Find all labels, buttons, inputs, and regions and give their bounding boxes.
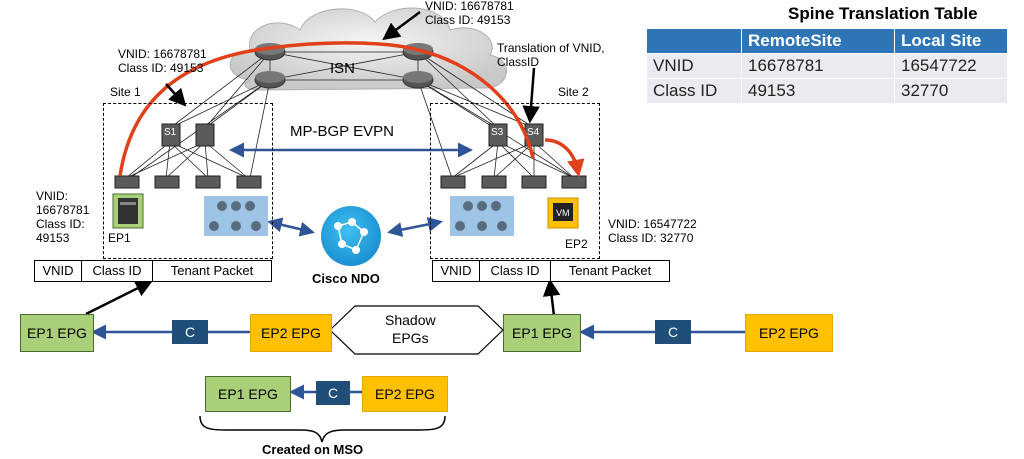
spine-table-title: Spine Translation Table bbox=[788, 4, 978, 23]
left-classid: Class ID: 49153 bbox=[118, 61, 204, 75]
table-header bbox=[646, 28, 742, 54]
site1-boundary bbox=[103, 103, 273, 259]
table-header: Local Site bbox=[894, 28, 1008, 54]
isn-router-links bbox=[269, 51, 419, 81]
table-row: Class ID 49153 32770 bbox=[646, 78, 1008, 104]
header-vnid: VNID bbox=[433, 261, 480, 281]
left-contract: C bbox=[172, 320, 208, 344]
leaf-switches bbox=[114, 175, 587, 189]
data-path-arrow bbox=[544, 138, 585, 178]
right-ep1-epg: EP1 EPG bbox=[503, 314, 581, 352]
callout-arrows bbox=[85, 10, 561, 317]
table-cell: 49153 bbox=[741, 78, 895, 104]
header-classid: Class ID bbox=[480, 261, 551, 281]
spine-s3-label: S3 bbox=[491, 127, 504, 138]
ep2-label: EP2 bbox=[565, 237, 588, 251]
packet-header-site2: VNID Class ID Tenant Packet bbox=[432, 260, 670, 282]
ep1-classid-1: Class ID: bbox=[36, 217, 85, 231]
table-cell: Class ID bbox=[646, 78, 742, 104]
left-vnid: VNID: 16678781 bbox=[118, 47, 207, 61]
mpbgp-label: MP-BGP EVPN bbox=[290, 123, 394, 140]
table-cell: 32770 bbox=[894, 78, 1008, 104]
ep1-label: EP1 bbox=[108, 231, 131, 245]
spine-translation-table: RemoteSite Local Site VNID 16678781 1654… bbox=[646, 28, 1008, 104]
apic-cluster-site2 bbox=[450, 196, 514, 236]
leaf-icon bbox=[521, 175, 547, 189]
ep2-classid: Class ID: 32770 bbox=[608, 231, 694, 245]
spine-s3-icon bbox=[488, 123, 508, 147]
isn-routers bbox=[254, 43, 434, 89]
mso-ep1-epg: EP1 EPG bbox=[205, 376, 291, 412]
cisco-ndo-label: Cisco NDO bbox=[312, 271, 380, 286]
shadow-epgs-line1: Shadow bbox=[385, 312, 436, 328]
table-row: VNID 16678781 16547722 bbox=[646, 53, 1008, 79]
table-cell: 16547722 bbox=[894, 53, 1008, 79]
leaf-icon bbox=[114, 175, 140, 189]
ep2-vnid: VNID: 16547722 bbox=[608, 217, 697, 231]
leaf-icon bbox=[236, 175, 262, 189]
ep1-vnid-1: VNID: bbox=[36, 189, 69, 203]
ep1-classid-2: 49153 bbox=[36, 231, 70, 245]
table-cell: 16678781 bbox=[741, 53, 895, 79]
router-icon bbox=[402, 71, 434, 89]
apic1-ndo-arrow bbox=[267, 217, 315, 237]
router-icon bbox=[254, 71, 286, 89]
site1-label: Site 1 bbox=[110, 85, 141, 99]
isn-cloud bbox=[229, 7, 507, 91]
ep1-server-icon bbox=[112, 193, 144, 229]
mso-contract: C bbox=[316, 381, 350, 405]
leaf-icon bbox=[154, 175, 180, 189]
apic-cluster-site1 bbox=[204, 196, 268, 236]
leaf-icon bbox=[440, 175, 466, 189]
apic2-ndo-arrow bbox=[387, 216, 443, 238]
right-ep2-epg: EP2 EPG bbox=[745, 314, 833, 352]
top-vnid: VNID: 16678781 bbox=[425, 0, 514, 13]
mso-ep2-epg: EP2 EPG bbox=[362, 376, 448, 412]
ep2-vm-icon bbox=[547, 197, 579, 229]
site2-label: Site 2 bbox=[558, 85, 589, 99]
spine-s1-label: S1 bbox=[164, 127, 177, 138]
spine-switches bbox=[161, 123, 544, 147]
packet-header-site1: VNID Class ID Tenant Packet bbox=[34, 260, 272, 282]
table-header: RemoteSite bbox=[741, 28, 895, 54]
header-classid: Class ID bbox=[82, 261, 153, 281]
right-contract: C bbox=[655, 320, 691, 344]
ep1-vnid-2: 16678781 bbox=[36, 203, 90, 217]
spine-s2-icon bbox=[195, 123, 215, 147]
leaf-icon bbox=[481, 175, 507, 189]
mso-brace bbox=[199, 415, 446, 443]
table-header-row: RemoteSite Local Site bbox=[646, 28, 1008, 54]
created-on-mso-label: Created on MSO bbox=[262, 442, 364, 457]
left-ep1-epg: EP1 EPG bbox=[20, 314, 94, 352]
leaf-icon bbox=[195, 175, 221, 189]
isn-label: ISN bbox=[330, 60, 356, 77]
header-tenant-packet: Tenant Packet bbox=[170, 263, 254, 278]
table-cell: VNID bbox=[646, 53, 742, 79]
header-tenant-packet: Tenant Packet bbox=[568, 263, 652, 278]
header-vnid: VNID bbox=[35, 261, 82, 281]
translation-note-1: Translation of VNID, bbox=[497, 41, 605, 55]
left-ep2-epg: EP2 EPG bbox=[250, 314, 332, 352]
shadow-epgs-line2: EPGs bbox=[392, 330, 429, 346]
spine-s4-label: S4 bbox=[527, 127, 540, 138]
translation-note-2: ClassID bbox=[497, 55, 540, 69]
site2-boundary bbox=[430, 103, 600, 259]
top-classid: Class ID: 49153 bbox=[425, 13, 511, 27]
data-path-arc bbox=[118, 41, 535, 177]
spine-s1-icon bbox=[161, 123, 181, 147]
cisco-ndo-icon bbox=[321, 206, 381, 266]
vm-label: VM bbox=[556, 208, 570, 218]
epg-contract-links bbox=[91, 324, 745, 400]
